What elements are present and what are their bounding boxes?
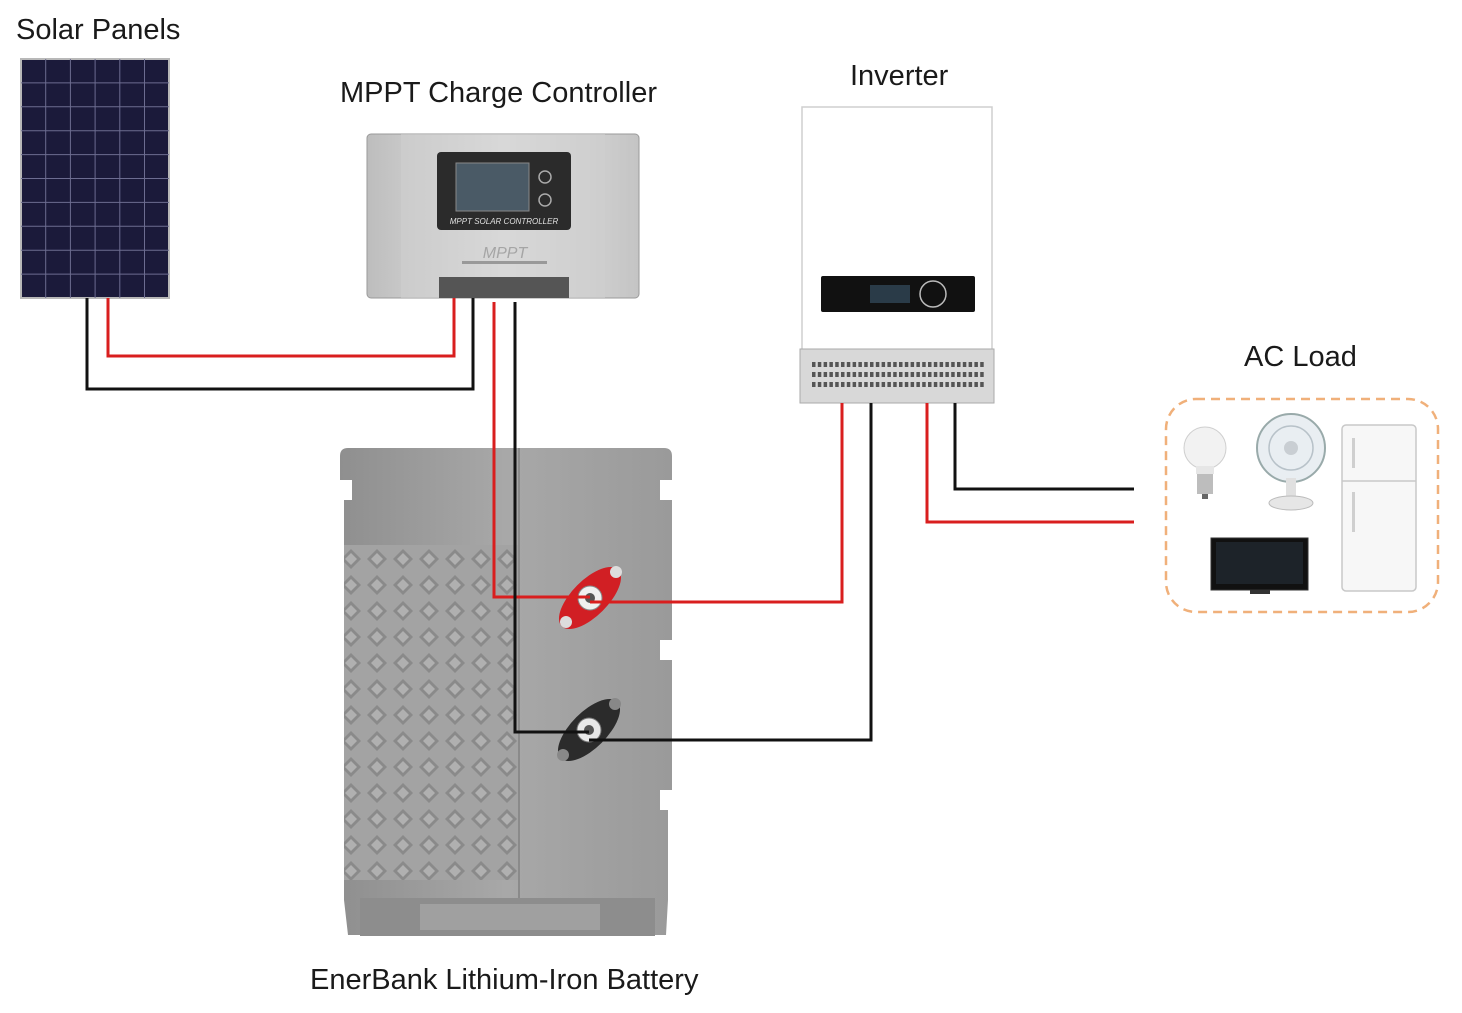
solar-panel-cell-grid <box>21 59 169 298</box>
inverter-control-dial <box>919 280 947 308</box>
controller-button-bottom <box>538 193 552 207</box>
controller-brand: MPPT <box>483 245 529 262</box>
wire-controller-negative <box>513 302 589 734</box>
wire-load-live <box>925 403 1134 524</box>
wires <box>85 298 1134 742</box>
wire-controller-positive <box>492 302 590 599</box>
battery-label: EnerBank Lithium-Iron Battery <box>310 964 699 996</box>
solar-panel <box>20 58 170 299</box>
charge-controller: MPPT SOLAR CONTROLLER MPPT <box>366 133 640 299</box>
controller-button-top <box>538 170 552 184</box>
wire-panel-negative <box>85 298 475 391</box>
solar-panels-label: Solar Panels <box>16 14 181 46</box>
television-icon <box>1210 537 1309 594</box>
inverter-label: Inverter <box>850 60 949 92</box>
wire-inverter-negative <box>589 403 873 742</box>
refrigerator-icon <box>1341 424 1417 592</box>
light-bulb-icon <box>1183 426 1227 499</box>
battery <box>340 448 672 936</box>
ac-load-border <box>1164 397 1440 614</box>
ac-load-label: AC Load <box>1244 341 1357 373</box>
charge-controller-label: MPPT Charge Controller <box>340 77 657 109</box>
controller-subtitle: MPPT SOLAR CONTROLLER <box>450 217 559 226</box>
wire-panel-positive <box>106 298 456 358</box>
ac-load-group <box>1164 397 1440 614</box>
inverter-vent-grille <box>812 362 984 387</box>
inverter <box>799 106 995 404</box>
wire-inverter-positive <box>590 403 844 604</box>
wire-load-neutral <box>953 403 1134 491</box>
desk-fan-icon <box>1256 413 1326 511</box>
